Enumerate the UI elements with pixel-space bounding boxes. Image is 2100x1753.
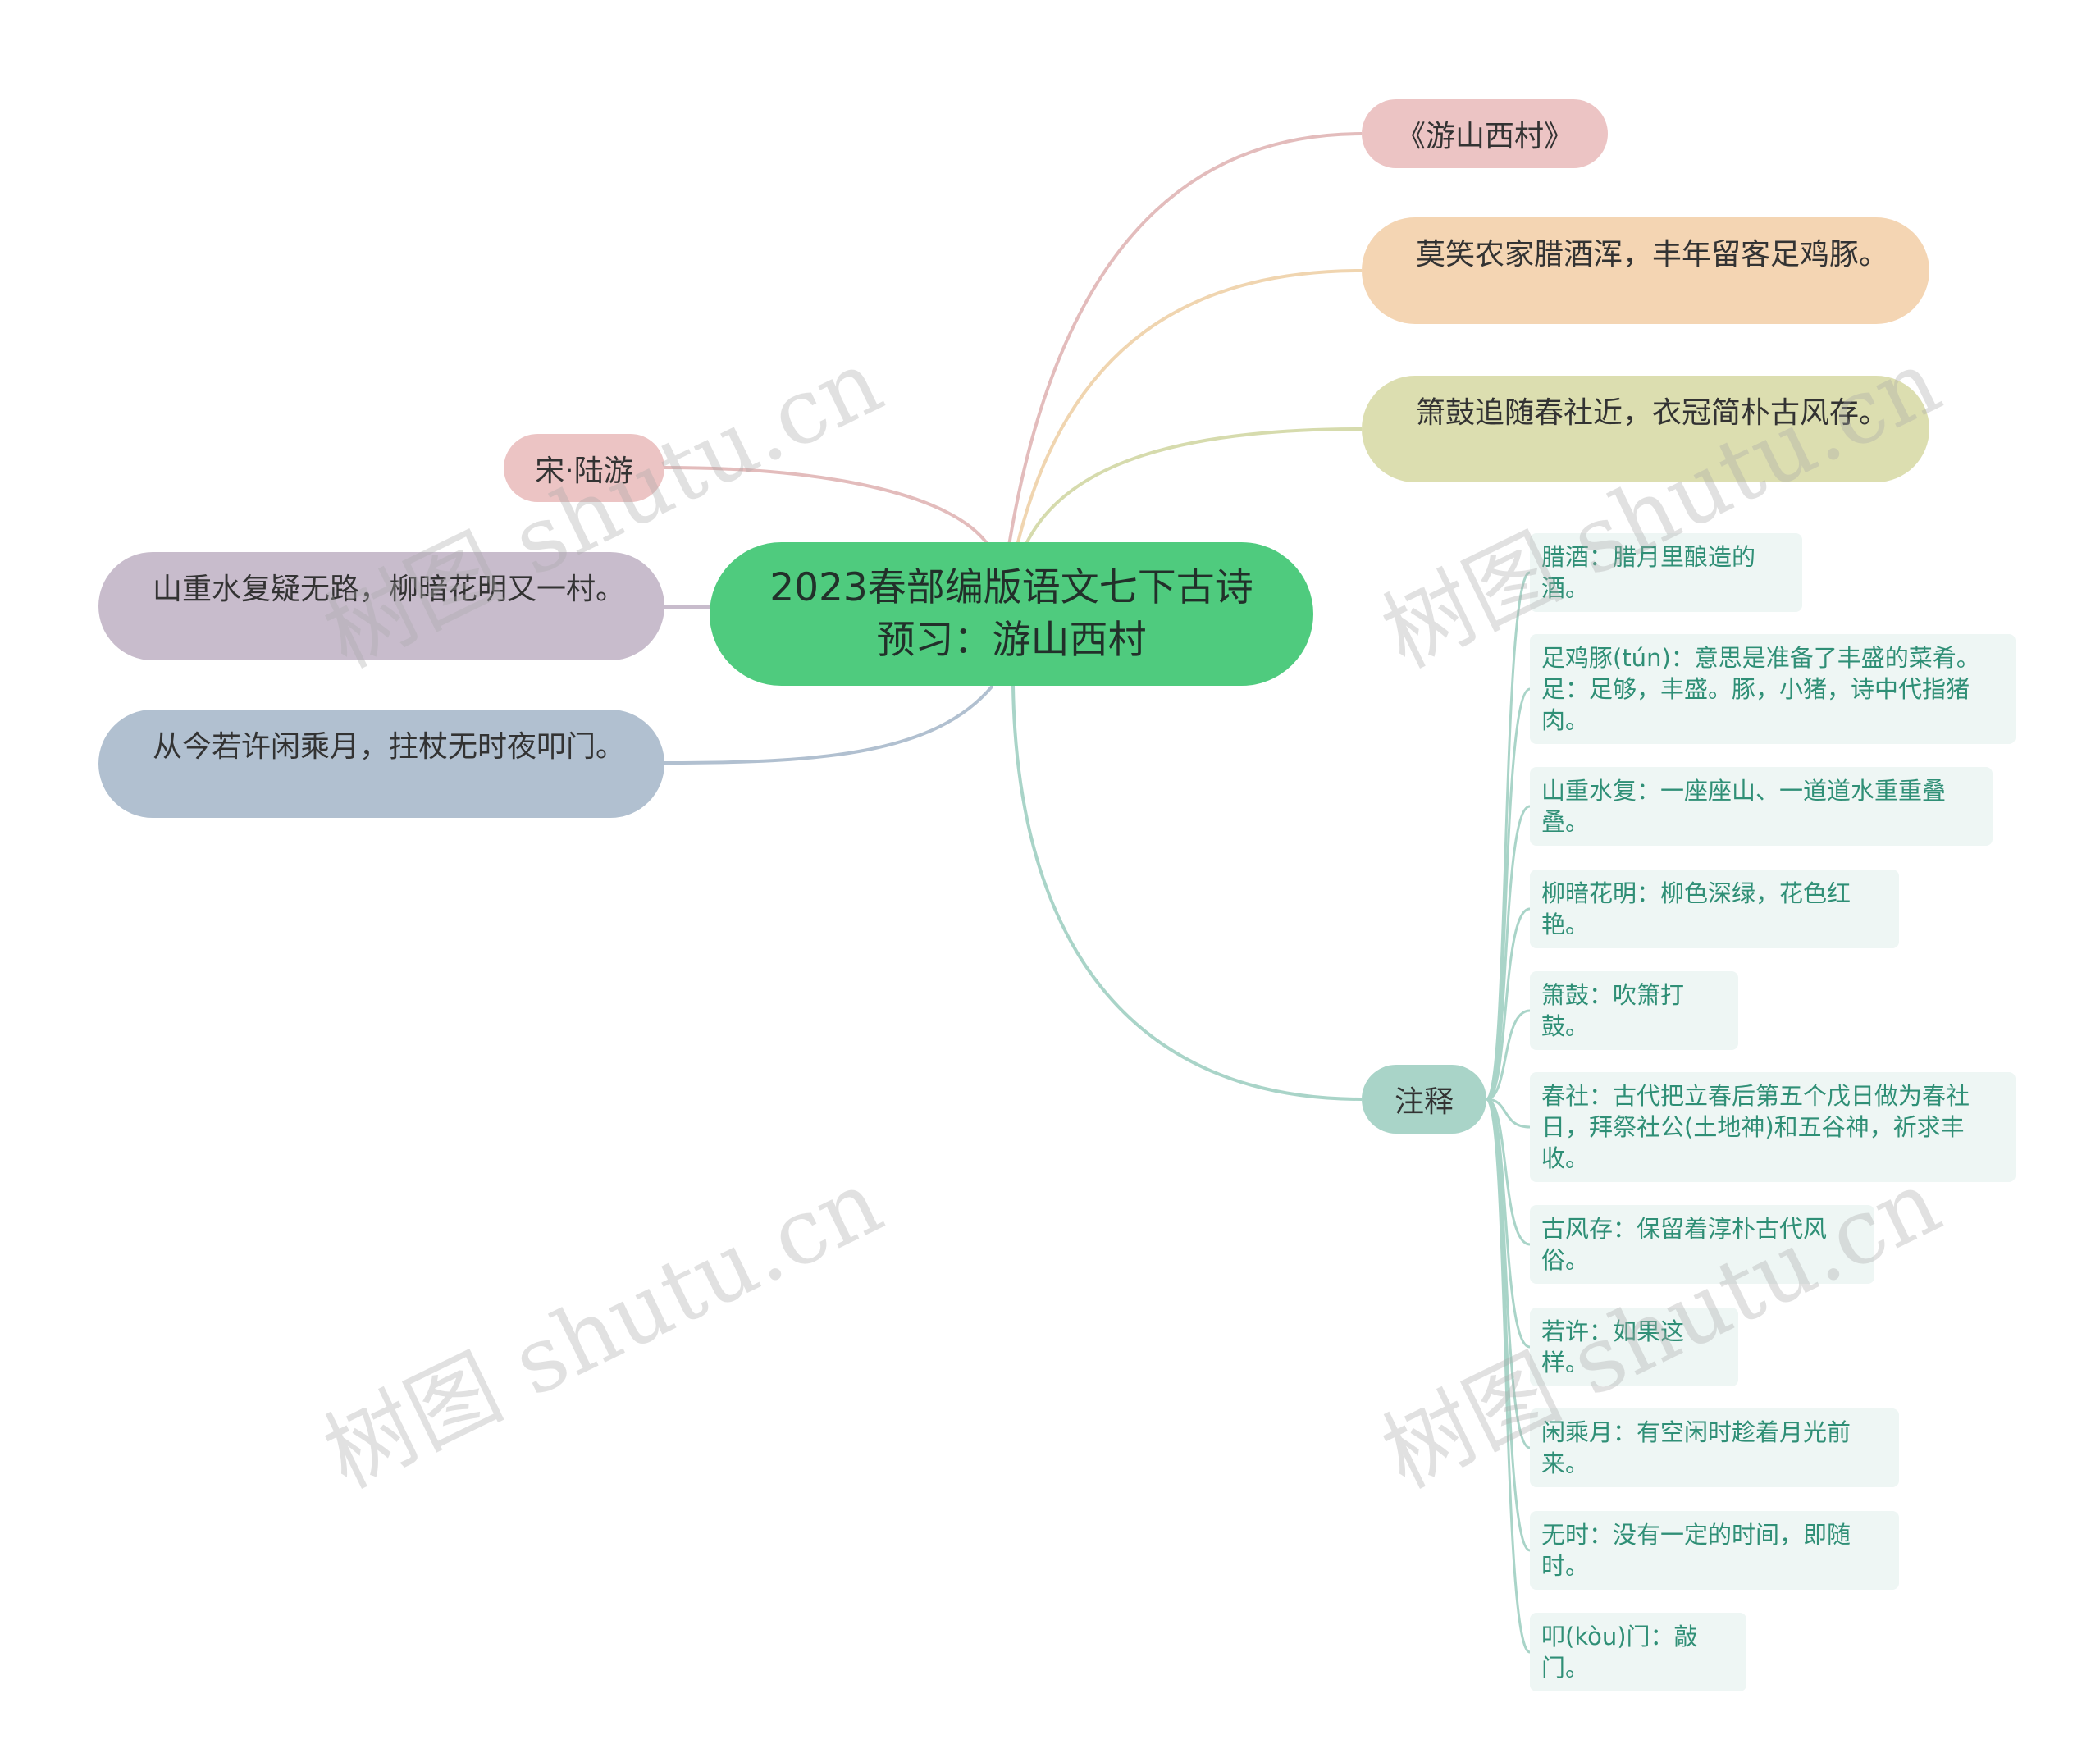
- note-text: 春社：古代把立春后第五个戊日做为春社日，拜祭社公(土地神)和五谷神，祈求丰收。: [1541, 1082, 1970, 1172]
- notes-node-text: 注释: [1394, 1085, 1454, 1119]
- title-node[interactable]: 《游山西村》: [1362, 99, 1608, 168]
- note-text: 足鸡豚(tún)：意思是准备了丰盛的菜肴。足：足够，丰盛。豚，小猪，诗中代指猪肉…: [1541, 644, 1980, 734]
- poem-line-4-text: 从今若许闲乘月，拄杖无时夜叩门。: [153, 730, 626, 764]
- link-line2: [1024, 427, 1363, 546]
- note-item[interactable]: 无时：没有一定的时间，即随时。: [1530, 1511, 1899, 1590]
- note-item[interactable]: 柳暗花明：柳色深绿，花色红艳。: [1530, 870, 1899, 948]
- poem-line-3-text: 山重水复疑无路，柳暗花明又一村。: [153, 573, 626, 606]
- note-connector: [1486, 1009, 1531, 1101]
- link-author: [664, 466, 990, 547]
- note-connector: [1486, 1098, 1531, 1246]
- note-connector: [1486, 805, 1531, 1101]
- note-text: 腊酒：腊月里酿造的酒。: [1541, 543, 1756, 602]
- title-node-text: 《游山西村》: [1395, 120, 1573, 153]
- note-connector: [1486, 1098, 1531, 1129]
- note-connector: [1485, 1098, 1531, 1654]
- note-connector: [1485, 687, 1531, 1101]
- link-title: [1007, 132, 1363, 546]
- note-connector: [1486, 907, 1531, 1101]
- central-topic-text: 2023春部编版语文七下古诗预习：游山西村: [769, 564, 1253, 663]
- note-text: 闲乘月：有空闲时趁着月光前来。: [1541, 1418, 1851, 1477]
- note-text: 若许：如果这样。: [1541, 1317, 1685, 1376]
- link-line1: [1016, 269, 1363, 546]
- note-text: 古风存：保留着淳朴古代风俗。: [1541, 1215, 1828, 1274]
- author-node[interactable]: 宋·陆游: [504, 434, 664, 502]
- note-item[interactable]: 足鸡豚(tún)：意思是准备了丰盛的菜肴。足：足够，丰盛。豚，小猪，诗中代指猪肉…: [1530, 634, 2016, 744]
- poem-line-1-text: 莫笑农家腊酒浑，丰年留客足鸡豚。: [1416, 238, 1889, 272]
- note-item[interactable]: 若许：如果这样。: [1530, 1308, 1738, 1386]
- note-item[interactable]: 闲乘月：有空闲时趁着月光前来。: [1530, 1408, 1899, 1487]
- central-topic[interactable]: 2023春部编版语文七下古诗预习：游山西村: [710, 542, 1313, 686]
- poem-line-1[interactable]: 莫笑农家腊酒浑，丰年留客足鸡豚。: [1362, 217, 1929, 324]
- note-item[interactable]: 腊酒：腊月里酿造的酒。: [1530, 533, 1802, 612]
- note-item[interactable]: 山重水复：一座座山、一道道水重重叠叠。: [1530, 767, 1993, 846]
- note-text: 箫鼓：吹箫打鼓。: [1541, 981, 1685, 1040]
- link-line4: [664, 684, 994, 765]
- author-node-text: 宋·陆游: [535, 454, 633, 488]
- poem-line-4[interactable]: 从今若许闲乘月，拄杖无时夜叩门。: [98, 710, 664, 818]
- note-text: 柳暗花明：柳色深绿，花色红艳。: [1541, 879, 1851, 938]
- note-item[interactable]: 叩(kòu)门：敲门。: [1530, 1613, 1746, 1691]
- notes-node[interactable]: 注释: [1362, 1065, 1486, 1134]
- note-text: 叩(kòu)门：敲门。: [1541, 1623, 1698, 1682]
- poem-line-2[interactable]: 箫鼓追随春社近，衣冠简朴古风存。: [1362, 376, 1929, 482]
- poem-line-3[interactable]: 山重水复疑无路，柳暗花明又一村。: [98, 552, 664, 660]
- note-item[interactable]: 箫鼓：吹箫打鼓。: [1530, 971, 1738, 1050]
- note-item[interactable]: 春社：古代把立春后第五个戊日做为春社日，拜祭社公(土地神)和五谷神，祈求丰收。: [1530, 1072, 2016, 1182]
- poem-line-2-text: 箫鼓追随春社近，衣冠简朴古风存。: [1416, 396, 1889, 430]
- note-text: 无时：没有一定的时间，即随时。: [1541, 1521, 1851, 1580]
- note-text: 山重水复：一座座山、一道道水重重叠叠。: [1541, 777, 1947, 836]
- link-notes: [1011, 685, 1363, 1101]
- note-item[interactable]: 古风存：保留着淳朴古代风俗。: [1530, 1205, 1874, 1284]
